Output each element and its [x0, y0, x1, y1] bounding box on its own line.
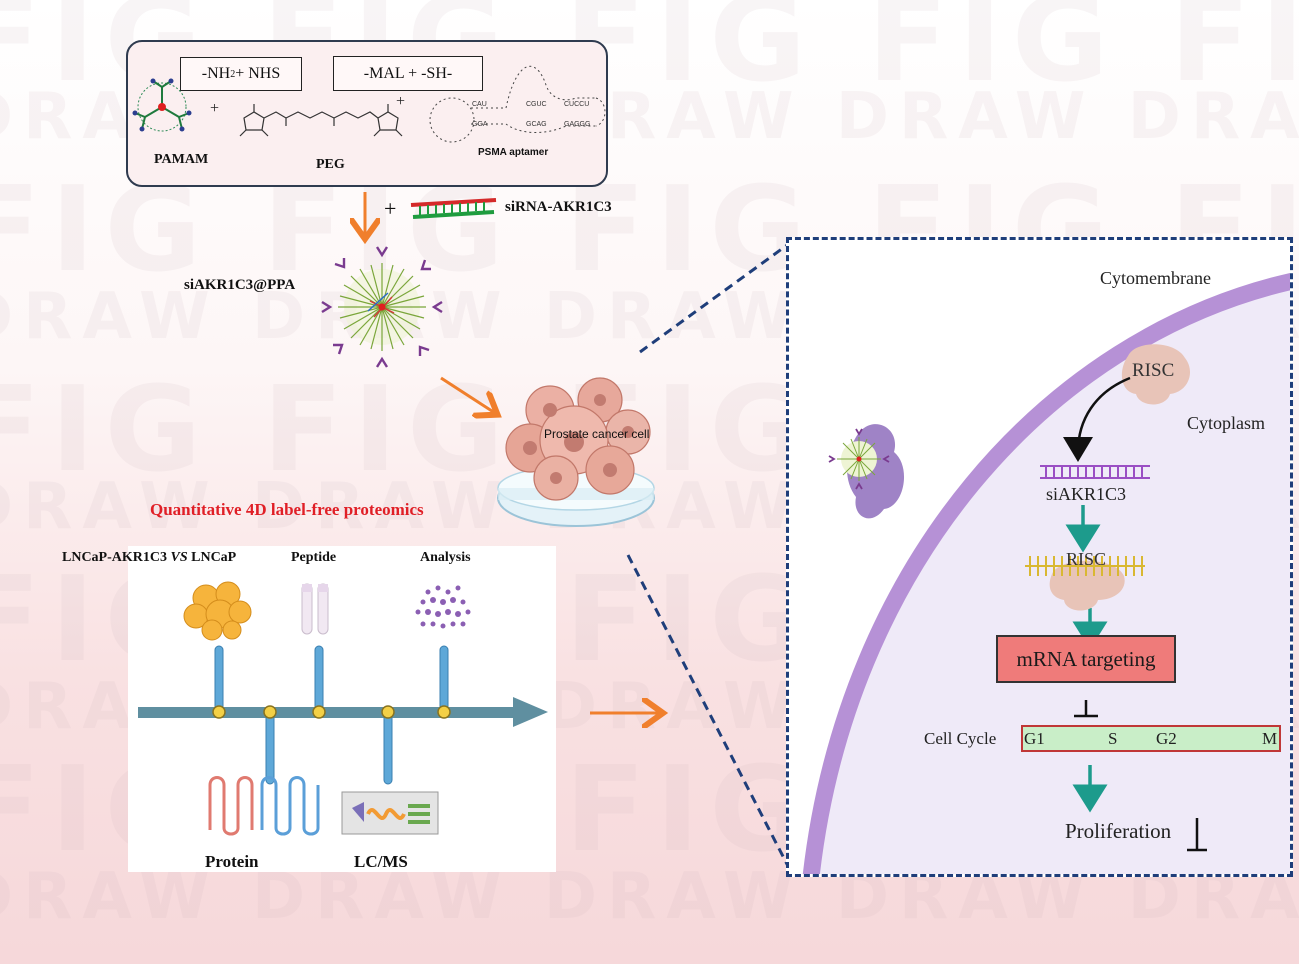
docking-nanoparticle-icon	[828, 428, 890, 490]
sample-vs: VS	[170, 550, 188, 565]
protein-helix-icon	[208, 776, 320, 836]
aptamer-seq-1: CAU	[472, 101, 487, 108]
siakr1c3-ladder-icon	[1040, 465, 1150, 479]
peptide-label: Peptide	[291, 550, 337, 565]
zoom-line-top	[639, 241, 791, 354]
plus-2: +	[396, 93, 405, 110]
aptamer-seq-3: CGUC	[526, 101, 547, 108]
risc-mrna-complex-icon	[1049, 560, 1125, 611]
inhibition-symbol-2	[1187, 818, 1207, 852]
arrow-to-cell	[440, 376, 495, 413]
peg-label: PEG	[316, 157, 345, 172]
protein-label: Protein	[205, 852, 259, 871]
nhs-label-sub: 2	[230, 68, 236, 80]
sample-label: LNCaP-AKR1C3 VS LNCaP	[62, 550, 236, 566]
analysis-label: Analysis	[420, 550, 471, 565]
phase-g2: G2	[1156, 729, 1177, 748]
aptamer-seq-6: GAGGG	[564, 121, 590, 128]
synthesis-molecules: + + CAU GGA CGUC GCAG CUCCU GAGGG PAMAM …	[132, 66, 606, 172]
lcms-label: LC/MS	[354, 852, 408, 871]
phase-m: M	[1262, 729, 1278, 748]
risc2-label: RISC	[1066, 549, 1107, 569]
cell-label: Prostate cancer cell	[544, 427, 650, 441]
inhibition-symbol-1	[1074, 700, 1098, 718]
nhs-label-prefix: -NH	[201, 65, 231, 82]
analysis-dots-icon	[415, 585, 471, 629]
phase-s: S	[1108, 729, 1118, 748]
prostate-cancer-cell-icon	[497, 377, 655, 527]
sample-prefix: LNCaP-AKR1C3	[62, 550, 171, 565]
nanoparticle-icon	[321, 246, 443, 368]
mrna-targeting-box: mRNA targeting	[996, 635, 1176, 683]
risc-label: RISC	[1132, 360, 1175, 381]
cell-cycle-label: Cell Cycle	[924, 729, 997, 748]
proliferation-label: Proliferation	[1065, 819, 1172, 843]
sample-suffix: LNCaP	[187, 550, 237, 565]
risc-loading-arrow	[1063, 376, 1131, 462]
nhs-label-suffix: + NHS	[235, 65, 281, 82]
risc-complex-icon	[1121, 344, 1191, 405]
lcms-instrument-icon	[341, 791, 439, 835]
sirna-duplex-icon	[410, 198, 497, 219]
plus-1: +	[210, 100, 219, 117]
pamam-label: PAMAM	[154, 152, 208, 167]
cell-cluster-icon	[183, 581, 252, 641]
peg-structure-icon	[239, 104, 403, 137]
phase-g1: G1	[1024, 729, 1045, 748]
peptide-tubes-icon	[301, 583, 329, 635]
sirna-label: siRNA-AKR1C3	[505, 199, 612, 215]
psma-aptamer-icon	[429, 66, 606, 143]
aptamer-seq-4: GCAG	[526, 121, 547, 128]
aptamer-seq-5: CUCCU	[564, 101, 589, 108]
cytomembrane-label: Cytomembrane	[1100, 268, 1211, 288]
cell-cycle-bar	[1021, 725, 1281, 752]
nanoparticle-label: siAKR1C3@PPA	[184, 277, 296, 293]
aptamer-seq-2: GGA	[472, 121, 488, 128]
mal-label: -MAL + -SH-	[333, 56, 483, 91]
sirna-plus: +	[384, 196, 397, 221]
proteomics-workflow	[138, 581, 548, 836]
proteomics-title: Quantitative 4D label-free proteomics	[150, 500, 424, 519]
timeline-arrowhead	[513, 697, 548, 727]
psma-label: PSMA aptamer	[478, 147, 548, 158]
siakr1c3-label: siAKR1C3	[1046, 484, 1127, 504]
mrna-ladder-icon	[1025, 556, 1145, 576]
pamam-dendrimer-icon	[132, 78, 192, 132]
cytoplasm-label: Cytoplasm	[1187, 413, 1266, 433]
